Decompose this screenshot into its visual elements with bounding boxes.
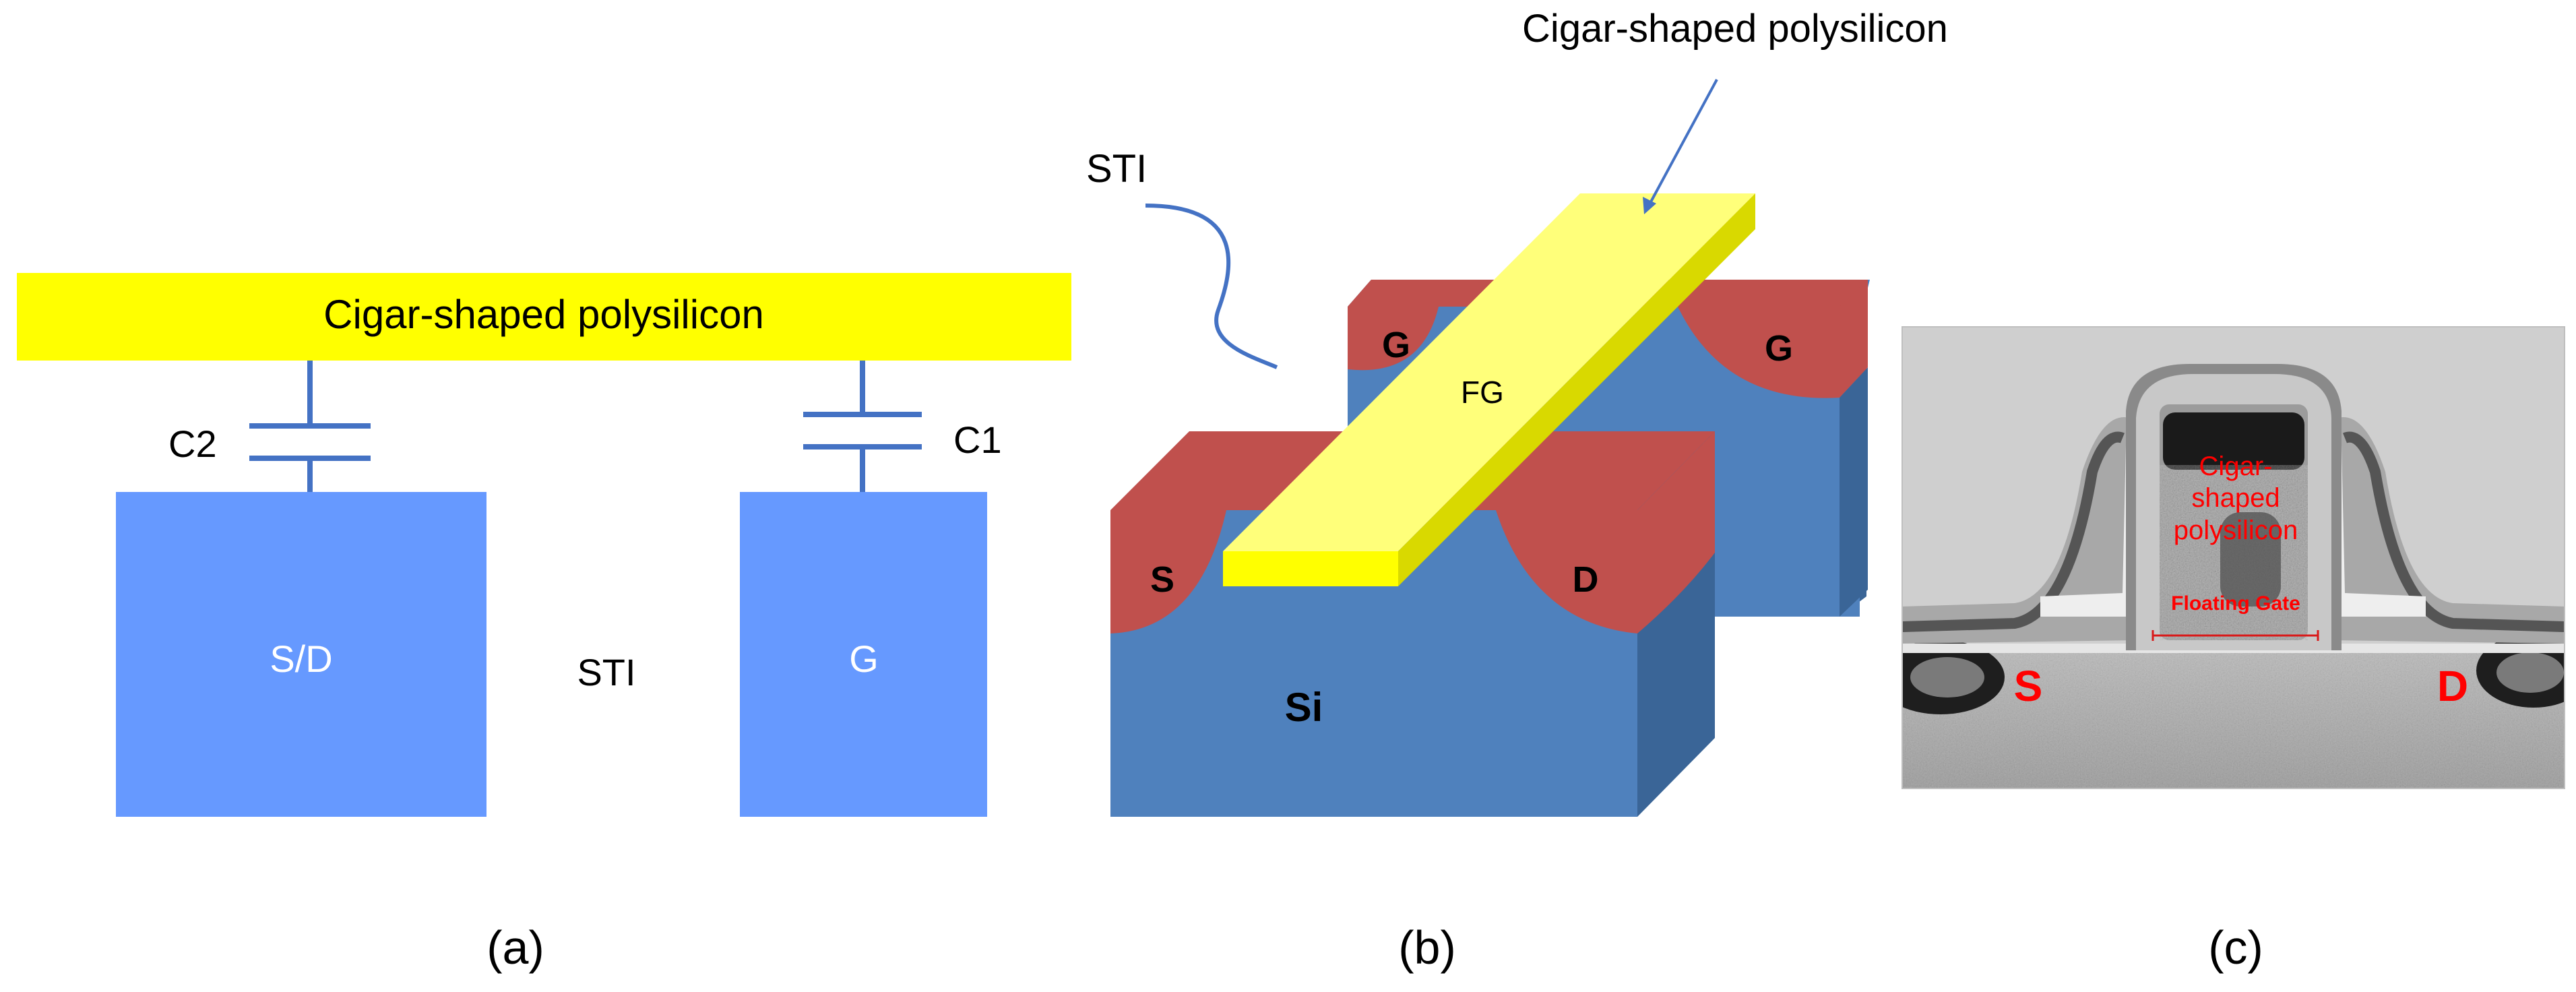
tem-s-label: S [2014, 662, 2043, 710]
si-label: Si [1285, 685, 1323, 730]
fg-label: FG [1461, 375, 1504, 410]
panel-c: Cigar- shaped polysilicon Floating Gate … [1902, 326, 2565, 974]
drain-region [1496, 510, 1637, 633]
drain-side-region [1637, 431, 1715, 633]
fg-bar-front [1223, 551, 1398, 586]
sd-block [116, 492, 486, 817]
fg-bar-side [1398, 193, 1755, 586]
capacitor-c2 [249, 361, 371, 492]
caption-b: (b) [1398, 921, 1456, 974]
caption-a: (a) [486, 921, 544, 974]
sti-label: STI [577, 651, 635, 693]
sti-label-b: STI [1086, 147, 1147, 191]
tem-poly-label-3: polysilicon [2174, 516, 2298, 545]
c2-label: C2 [168, 423, 217, 465]
g-block [740, 492, 987, 817]
g-right-label: G [1765, 328, 1793, 369]
source-region [1110, 510, 1226, 633]
fg-bar-top [1223, 193, 1755, 551]
poly-label-b: Cigar-shaped polysilicon [1522, 7, 1948, 51]
back-block-side [1840, 367, 1868, 617]
panel-a: Cigar-shaped polysilicon C2 C1 S/D STI G… [17, 273, 1071, 974]
back-gate-left-region [1348, 307, 1439, 371]
polysilicon-label: Cigar-shaped polysilicon [323, 292, 764, 337]
d-label: D [1573, 559, 1599, 600]
s-label: S [1150, 559, 1174, 600]
g-left-label: G [1382, 325, 1410, 365]
sti-pointer-curve [1145, 204, 1278, 369]
tem-poly-label-1: Cigar- [2199, 452, 2273, 481]
tem-d-label: D [2437, 662, 2468, 710]
tem-floating-gate-label: Floating Gate [2171, 592, 2300, 615]
panel-b: G G S D Si FG Cigar-shaped polysilicon S… [1086, 7, 1948, 974]
tem-frame [1902, 326, 2565, 789]
sd-label: S/D [270, 638, 332, 680]
tem-image [1902, 327, 2565, 788]
polysilicon-bar [17, 273, 1071, 361]
poly-arrow-head [1643, 197, 1656, 214]
capacitor-c1 [803, 361, 922, 492]
c1-label: C1 [953, 418, 1002, 461]
caption-c: (c) [2208, 921, 2263, 974]
tem-poly-label-2: shaped [2191, 483, 2280, 513]
poly-arrow-line [1647, 79, 1718, 206]
g-label: G [849, 638, 879, 680]
back-gate-right-region [1678, 280, 1868, 398]
